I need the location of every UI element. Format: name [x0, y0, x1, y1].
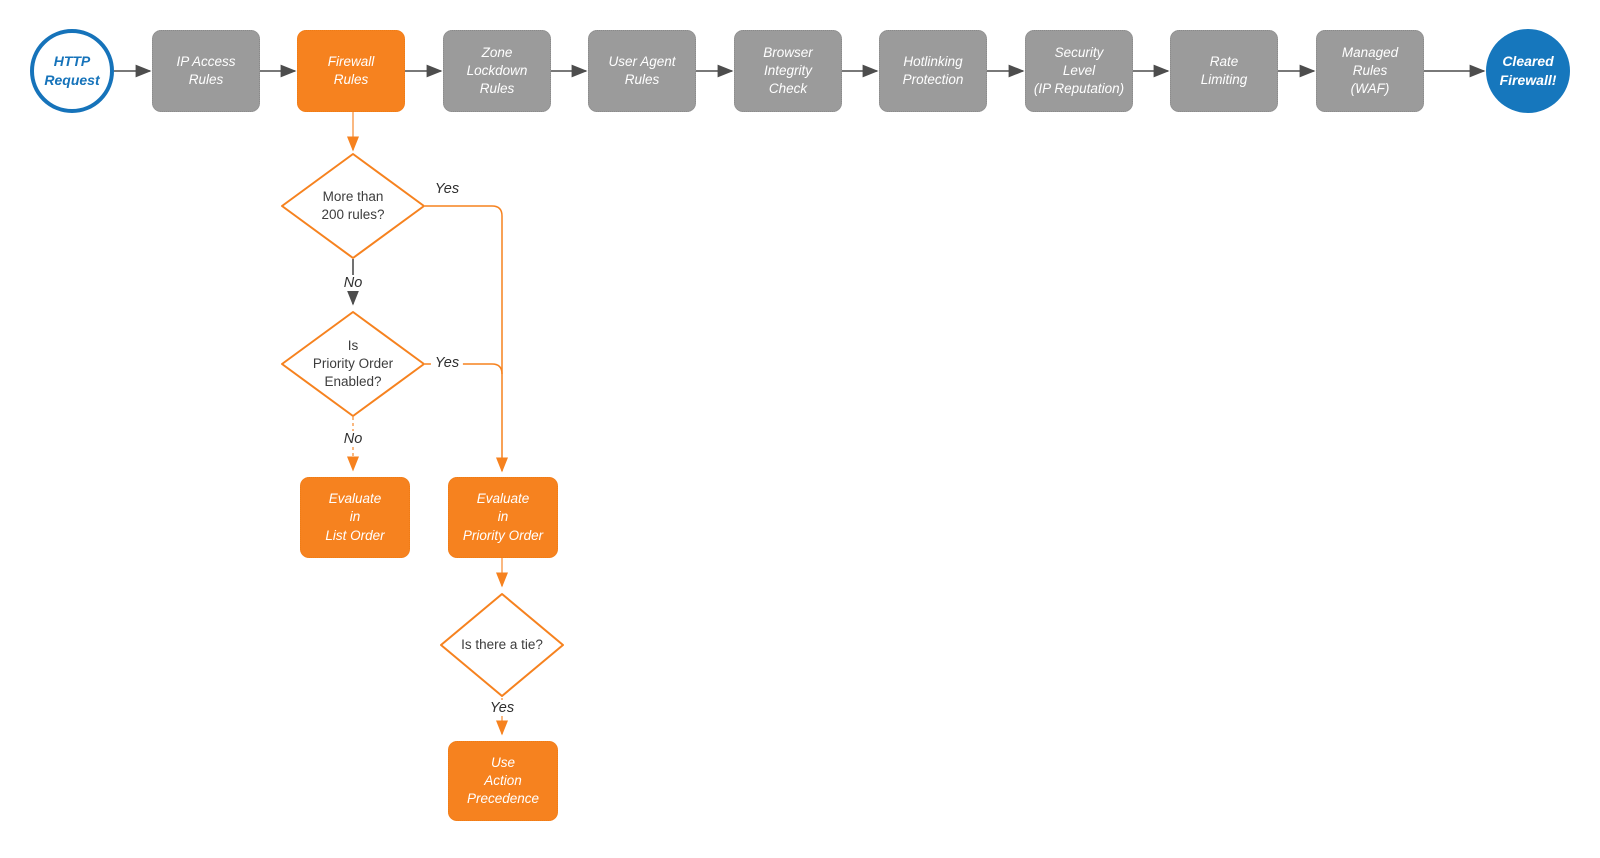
- node-hotlinking-protection-label: Hotlinking Protection: [902, 53, 964, 87]
- node-browser-integrity-check-label: Browser Integrity Check: [763, 44, 813, 97]
- node-evaluate-in-priority-order-label: Evaluate in Priority Order: [462, 491, 544, 543]
- node-use-action-precedence: Use Action Precedence: [448, 741, 558, 821]
- diamond-shape: [440, 593, 564, 697]
- node-user-agent-rules-label: User Agent Rules: [608, 53, 676, 87]
- diamond-shape: [281, 153, 425, 259]
- edge-label-yes-priority-enabled: Yes: [430, 355, 464, 371]
- node-rate-limiting-label: Rate Limiting: [1200, 53, 1248, 87]
- node-zone-lockdown-rules: Zone Lockdown Rules: [443, 30, 551, 112]
- node-user-agent-rules: User Agent Rules: [588, 30, 696, 112]
- edge-label-yes-tie: Yes: [485, 700, 519, 716]
- node-cleared-firewall: Cleared Firewall!: [1486, 29, 1570, 113]
- decision-more-than-200-rules-label: More than 200 rules?: [321, 189, 385, 222]
- decision-priority-order-enabled: Is Priority Order Enabled?: [281, 311, 425, 417]
- node-cleared-firewall-label: Cleared Firewall!: [1499, 53, 1557, 88]
- decision-is-there-a-tie: Is there a tie?: [440, 593, 564, 697]
- node-http-request: HTTP Request: [30, 29, 114, 113]
- node-hotlinking-protection: Hotlinking Protection: [879, 30, 987, 112]
- edge-label-no-priority-enabled: No: [339, 431, 367, 447]
- node-zone-lockdown-rules-label: Zone Lockdown Rules: [466, 44, 528, 97]
- node-ip-access-rules: IP Access Rules: [152, 30, 260, 112]
- node-security-level-label: Security Level (IP Reputation): [1033, 44, 1125, 97]
- node-managed-rules-waf-label: Managed Rules (WAF): [1341, 44, 1399, 97]
- connector-yes-priority-enabled-join: [425, 363, 503, 375]
- node-managed-rules-waf: Managed Rules (WAF): [1316, 30, 1424, 112]
- decision-is-there-a-tie-label: Is there a tie?: [461, 637, 543, 653]
- connector-yes-200-rules-to-priority-order: [425, 205, 508, 473]
- node-security-level: Security Level (IP Reputation): [1025, 30, 1133, 112]
- node-firewall-rules-label: Firewall Rules: [327, 53, 375, 87]
- diamond-shape: [281, 311, 425, 417]
- node-browser-integrity-check: Browser Integrity Check: [734, 30, 842, 112]
- node-evaluate-in-list-order-label: Evaluate in List Order: [325, 491, 385, 543]
- decision-more-than-200-rules: More than 200 rules?: [281, 153, 425, 259]
- node-evaluate-in-list-order: Evaluate in List Order: [300, 477, 410, 558]
- node-rate-limiting: Rate Limiting: [1170, 30, 1278, 112]
- node-evaluate-in-priority-order: Evaluate in Priority Order: [448, 477, 558, 558]
- edge-label-no-200-rules: No: [339, 275, 367, 291]
- edge-label-yes-200-rules: Yes: [434, 181, 460, 197]
- node-use-action-precedence-label: Use Action Precedence: [466, 754, 540, 807]
- decision-priority-order-enabled-label: Is Priority Order Enabled?: [312, 338, 394, 389]
- node-firewall-rules: Firewall Rules: [297, 30, 405, 112]
- node-ip-access-rules-label: IP Access Rules: [176, 53, 236, 87]
- node-http-request-label: HTTP Request: [44, 53, 100, 88]
